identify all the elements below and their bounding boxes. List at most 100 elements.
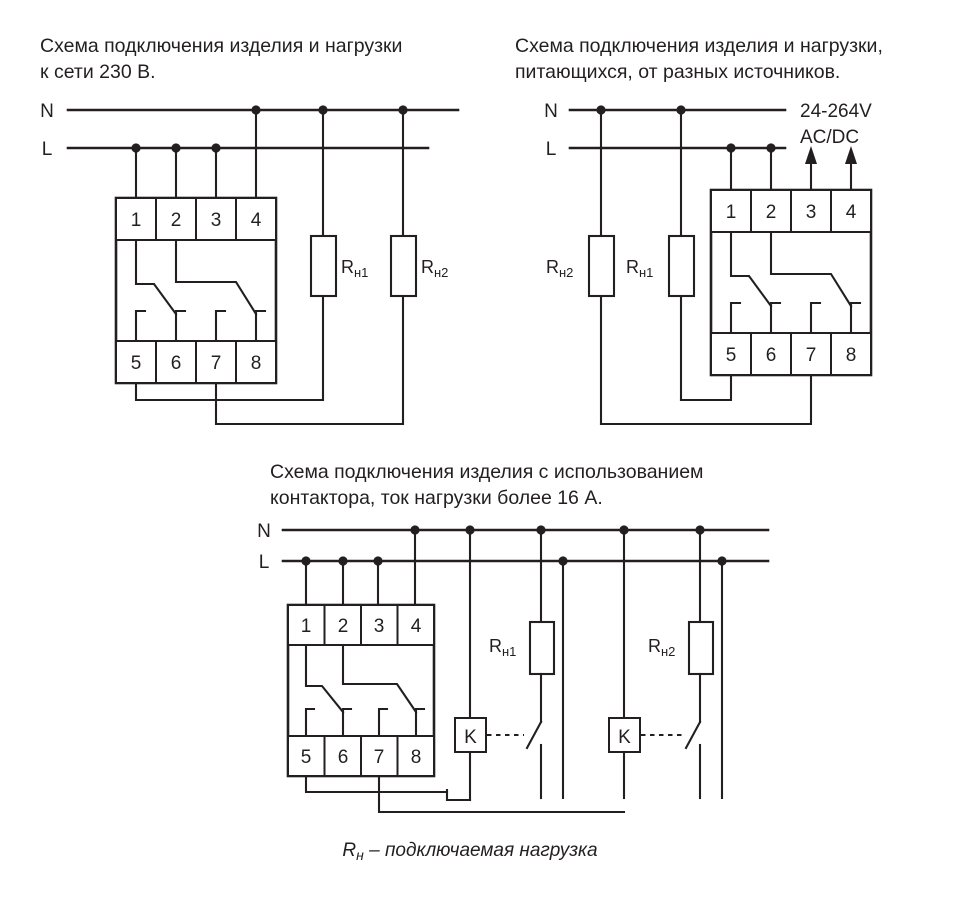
diagram-2-terminal-6 <box>750 332 792 376</box>
diagram-1-load-2 <box>389 234 418 298</box>
diagram-3-return-t7-to-coil2 <box>377 774 626 814</box>
diagram-3-contact-lever-2 <box>341 643 418 714</box>
diagram-3-junction-dot <box>536 525 546 535</box>
diagram-3-terminal-4-label: 4 <box>411 616 422 637</box>
diagram-3-contactor-2-label: K <box>618 727 631 748</box>
diagram-1-load-1 <box>309 234 338 298</box>
diagram-1-title-line1: Схема подключения изделия и нагрузки <box>40 35 402 57</box>
diagram-3-junction-dot <box>465 525 475 535</box>
diagram-1-junction-dot <box>131 143 141 153</box>
diagram-3-terminal-6-label: 6 <box>338 747 349 768</box>
diagram-3-terminal-2 <box>323 604 362 646</box>
diagram-3-terminal-3 <box>360 604 399 646</box>
diagram-1-terminal-7-label: 7 <box>211 353 222 374</box>
diagram-3-rail-l-label: L <box>259 552 270 573</box>
diagram-2-terminal-7-label: 7 <box>806 345 817 366</box>
diagram-1-terminal-7 <box>195 340 237 384</box>
diagram-2-rail-l-label: L <box>546 139 557 160</box>
diagram-3-title-line1: Схема подключения изделия с использовани… <box>270 461 703 483</box>
diagram-3-junction-dot <box>717 556 727 566</box>
diagram-1-rail-l-label: L <box>42 139 53 160</box>
diagram-2-junction-dot <box>726 143 736 153</box>
diagram-3-junction-dot <box>301 556 311 566</box>
diagram-3-contactor-coil-1 <box>454 717 487 753</box>
diagram-3-load-2 <box>687 620 715 676</box>
diagram-2-load-1 <box>667 234 696 298</box>
diagram-3-junction-dot <box>619 525 629 535</box>
diagram-2-supply-line2: AC/DC <box>800 127 859 148</box>
diagram-1-load-2-label: Rн2 <box>421 257 448 280</box>
diagram-2-terminal-4-label: 4 <box>846 202 857 223</box>
diagram-2-terminal-1 <box>710 189 752 233</box>
diagram-1-contact-fixed-6 <box>174 309 187 343</box>
diagram-1-return-t7-to-load2 <box>214 381 405 426</box>
diagram-1-terminal-4 <box>235 197 277 241</box>
diagram-2-load-2-label: Rн2 <box>546 257 573 280</box>
diagram-1-rail-n-label: N <box>40 101 54 122</box>
diagram-1-load-1-label: Rн1 <box>341 257 368 280</box>
diagram-1-contact-lever-1 <box>134 238 178 316</box>
diagram-1-return-t5-to-load1 <box>134 381 325 402</box>
diagram-1-group: Схема подключения изделия и нагрузки к с… <box>40 35 460 426</box>
diagram-3-rail-n-label: N <box>257 521 271 542</box>
diagram-1-contact-fixed-5 <box>134 309 147 343</box>
diagram-2-title-line2: питающихся, от разных источников. <box>515 61 840 83</box>
diagram-1-contact-lever-2 <box>174 238 258 316</box>
diagram-3-contact-fixed-6 <box>341 707 353 738</box>
diagram-3-junction-dot <box>410 525 420 535</box>
diagram-1-contact-fixed-7 <box>214 309 227 343</box>
diagram-3-junction-dot <box>695 525 705 535</box>
diagram-3-terminal-4 <box>396 604 435 646</box>
diagram-2-contact-fixed-7 <box>809 301 822 335</box>
diagram-1-terminal-5-label: 5 <box>131 353 142 374</box>
diagram-1-junction-dot <box>398 105 408 115</box>
diagram-2-terminal-1-label: 1 <box>726 202 737 223</box>
diagram-2-junction-dot <box>676 105 686 115</box>
diagram-2-load-1-label: Rн1 <box>626 257 653 280</box>
diagram-3-contact-fixed-8 <box>414 707 426 738</box>
diagram-3-load-2-label: Rн2 <box>648 636 675 659</box>
diagram-1-contact-fixed-8 <box>254 309 267 343</box>
diagram-2-contact-fixed-5 <box>729 301 742 335</box>
diagram-1-terminal-2-label: 2 <box>171 210 182 231</box>
diagram-3-contact-lever-1 <box>304 643 345 714</box>
diagram-3-junction-dot <box>558 556 568 566</box>
diagram-3-load-1 <box>528 620 556 676</box>
diagram-2-terminal-4 <box>830 189 872 233</box>
diagram-2-supply-arrow-t3 <box>805 146 817 164</box>
diagram-2-contact-fixed-8 <box>849 301 862 335</box>
diagram-3-group: Схема подключения изделия с использовани… <box>257 461 770 814</box>
diagram-1-junction-dot <box>318 105 328 115</box>
diagram-2-contact-lever-1 <box>729 230 773 308</box>
diagram-3-terminal-3-label: 3 <box>374 616 385 637</box>
diagram-1-junction-dot <box>211 143 221 153</box>
diagram-2-supply-arrow-t4 <box>845 146 857 164</box>
diagram-3-return-t5-to-coil1 <box>304 774 449 794</box>
diagram-2-terminal-2 <box>750 189 792 233</box>
diagram-3-terminal-8-label: 8 <box>411 747 422 768</box>
diagram-1-terminal-6-label: 6 <box>171 353 182 374</box>
diagram-3-junction-dot <box>338 556 348 566</box>
diagram-3-contact-fixed-5 <box>304 707 316 738</box>
diagram-2-return-t5-to-load1 <box>679 373 733 402</box>
diagram-3-terminal-1-label: 1 <box>301 616 312 637</box>
diagram-2-return-t7-to-load2 <box>599 373 813 426</box>
diagram-2-terminal-6-label: 6 <box>766 345 777 366</box>
diagram-1-title-line2: к сети 230 В. <box>40 61 156 83</box>
diagram-3-load-1-label: Rн1 <box>489 636 516 659</box>
diagram-3-terminal-7-label: 7 <box>374 747 385 768</box>
diagram-2-load-2 <box>587 234 616 298</box>
diagram-2-contact-fixed-6 <box>769 301 782 335</box>
diagram-3-contactor-1-label: K <box>464 727 477 748</box>
diagram-1-terminal-1-label: 1 <box>131 210 142 231</box>
diagram-2-group: Схема подключения изделия и нагрузки, пи… <box>515 35 883 426</box>
diagram-3-coil-1-return-stub <box>445 788 472 802</box>
diagram-1-terminal-8 <box>235 340 277 384</box>
diagram-1-junction-dot <box>251 105 261 115</box>
diagram-1-terminal-4-label: 4 <box>251 210 262 231</box>
legend-caption: Rн – подключаемая нагрузка <box>342 840 597 863</box>
diagram-2-junction-dot <box>596 105 606 115</box>
diagram-1-terminal-3-label: 3 <box>211 210 222 231</box>
diagram-3-switch-blade-1 <box>525 720 543 750</box>
